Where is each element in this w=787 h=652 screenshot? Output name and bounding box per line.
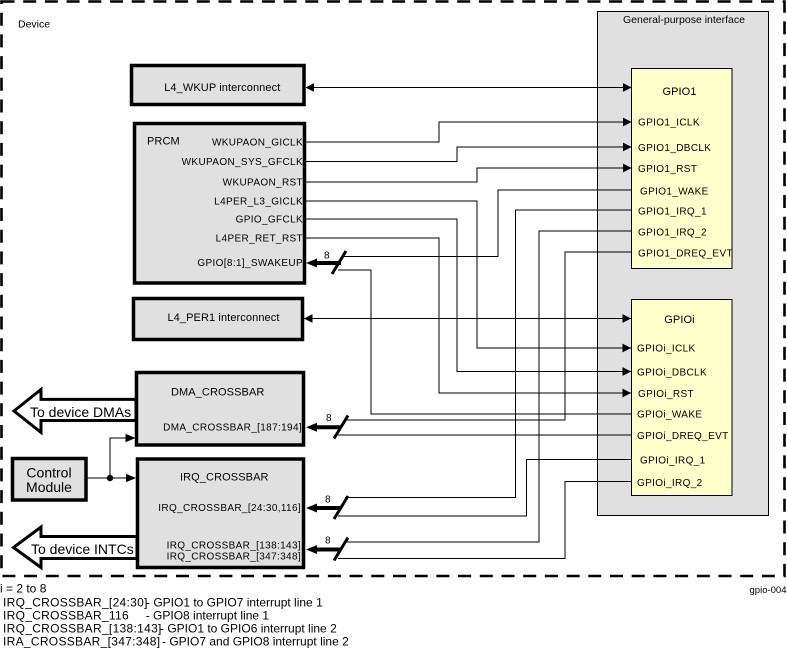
svg-text:GPIO[8:1]_SWAKEUP: GPIO[8:1]_SWAKEUP: [197, 258, 303, 269]
svg-text:L4PER_L3_GICLK: L4PER_L3_GICLK: [214, 197, 303, 208]
svg-text:GPIOi: GPIOi: [664, 314, 694, 326]
svg-text:IRA_CROSSBAR_[347:348]: IRA_CROSSBAR_[347:348]: [3, 635, 160, 649]
svg-text:IRQ_CROSSBAR: IRQ_CROSSBAR: [180, 471, 269, 483]
svg-text:GPIOi_DREQ_EVT: GPIOi_DREQ_EVT: [637, 431, 729, 442]
svg-text:GPIO_GFCLK: GPIO_GFCLK: [236, 215, 303, 226]
svg-text:IRQ_CROSSBAR_[24:30]: IRQ_CROSSBAR_[24:30]: [3, 596, 148, 610]
svg-text:GPIO1_IRQ_1: GPIO1_IRQ_1: [638, 207, 707, 218]
svg-text:WKUPAON_GICLK: WKUPAON_GICLK: [212, 138, 303, 149]
svg-text:Device: Device: [18, 19, 50, 31]
svg-text:8: 8: [325, 495, 331, 506]
svg-text:GPIOi_WAKE: GPIOi_WAKE: [637, 410, 702, 421]
svg-text:IRQ_CROSSBAR_[138:143]: IRQ_CROSSBAR_[138:143]: [3, 622, 162, 636]
svg-text:WKUPAON_SYS_GFCLK: WKUPAON_SYS_GFCLK: [182, 157, 303, 168]
svg-text:gpio-004: gpio-004: [750, 585, 787, 596]
svg-text:IRQ_CROSSBAR_116: IRQ_CROSSBAR_116: [3, 609, 129, 623]
svg-text:GPIOi_DBCLK: GPIOi_DBCLK: [637, 368, 707, 379]
svg-text:GPIO1_RST: GPIO1_RST: [638, 164, 697, 175]
svg-text:To device DMAs: To device DMAs: [30, 404, 131, 420]
svg-text:GPIO1_ICLK: GPIO1_ICLK: [638, 118, 700, 129]
svg-text:DMA_CROSSBAR: DMA_CROSSBAR: [171, 387, 265, 399]
svg-text:GPIO1_DREQ_EVT: GPIO1_DREQ_EVT: [638, 249, 733, 260]
svg-text:General-purpose interface: General-purpose interface: [623, 14, 745, 26]
svg-text:GPIO1_IRQ_2: GPIO1_IRQ_2: [638, 228, 707, 239]
svg-text:GPIOi_ICLK: GPIOi_ICLK: [637, 344, 696, 355]
svg-text:IRQ_CROSSBAR_[347:348]: IRQ_CROSSBAR_[347:348]: [167, 552, 301, 563]
svg-text:DMA_CROSSBAR_[187:194]: DMA_CROSSBAR_[187:194]: [163, 423, 302, 434]
svg-text:GPIO1_WAKE: GPIO1_WAKE: [640, 187, 709, 198]
svg-text:8: 8: [325, 536, 331, 547]
svg-text:GPIO1: GPIO1: [662, 86, 696, 98]
svg-text:GPIO1_DBCLK: GPIO1_DBCLK: [638, 143, 711, 154]
svg-text:- GPIO8 interrupt line 1: - GPIO8 interrupt line 1: [146, 609, 270, 623]
svg-text:PRCM: PRCM: [147, 136, 180, 148]
svg-text:- GPIO1 to GPIO7 interrupt lin: - GPIO1 to GPIO7 interrupt line 1: [146, 596, 323, 610]
svg-text:i = 2 to 8: i = 2 to 8: [0, 582, 47, 596]
svg-text:WKUPAON_RST: WKUPAON_RST: [223, 178, 303, 189]
svg-text:L4PER_RET_RST: L4PER_RET_RST: [216, 234, 303, 245]
svg-text:8: 8: [326, 413, 332, 424]
svg-text:IRQ_CROSSBAR_[24:30,116]: IRQ_CROSSBAR_[24:30,116]: [158, 503, 301, 514]
svg-text:IRQ_CROSSBAR_[138:143]: IRQ_CROSSBAR_[138:143]: [167, 541, 301, 552]
svg-text:Module: Module: [26, 479, 72, 495]
svg-text:L4_WKUP interconnect: L4_WKUP interconnect: [164, 82, 280, 94]
svg-text:8: 8: [324, 251, 330, 262]
svg-text:To device INTCs: To device INTCs: [31, 541, 134, 557]
svg-text:GPIOi_RST: GPIOi_RST: [638, 389, 694, 400]
svg-text:- GPIO1 to GPIO6 interrupt lin: - GPIO1 to GPIO6 interrupt line 2: [160, 622, 337, 636]
svg-text:GPIOi_IRQ_2: GPIOi_IRQ_2: [637, 478, 703, 489]
svg-text:GPIOi_IRQ_1: GPIOi_IRQ_1: [640, 456, 706, 467]
svg-text:- GPIO7 and GPIO8 interrupt li: - GPIO7 and GPIO8 interrupt line 2: [162, 635, 349, 649]
svg-text:Control: Control: [26, 465, 71, 481]
svg-text:L4_PER1 interconnect: L4_PER1 interconnect: [167, 312, 279, 324]
